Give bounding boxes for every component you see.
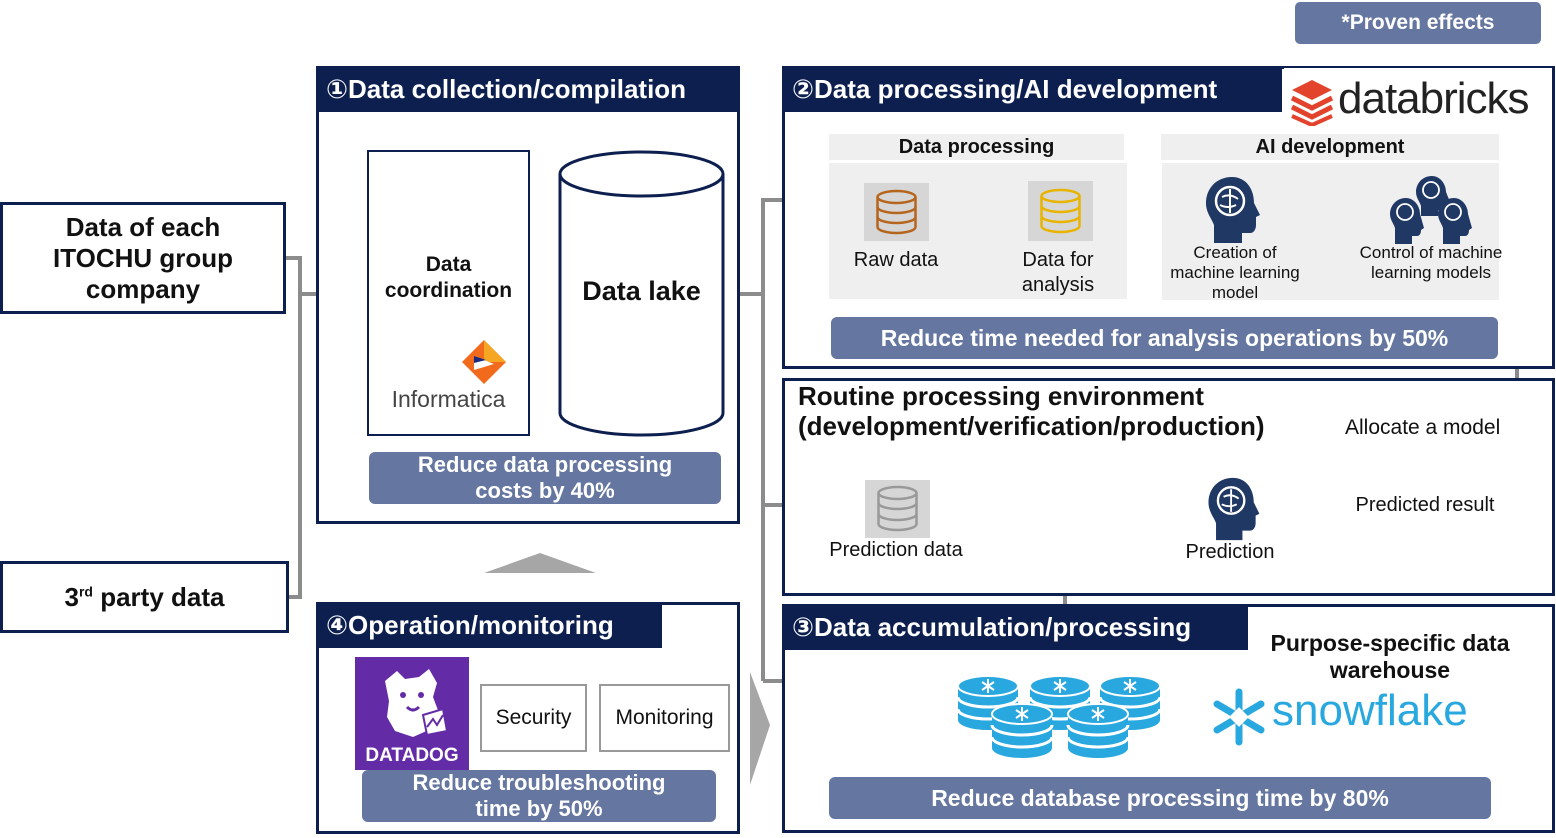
monitoring-box: Monitoring [599,684,730,752]
snowflake-databases-icon [956,674,1162,760]
informatica-logo: Informatica [391,386,506,412]
ai-development-heading: AI development [1161,134,1499,160]
prediction-data-label: Prediction data [829,539,963,561]
datadog-logo-tile: DATADOG [355,657,469,770]
raw-data-db-icon [876,189,917,235]
snowflake-flake-icon [1213,688,1265,746]
data-processing-heading: Data processing [829,134,1124,160]
section2-title: ②Data processing/AI development [782,66,1282,112]
databricks-logo-area: databricks [1284,68,1552,130]
routine-title-line1: Routine processing environment [798,381,1204,411]
section3-effect: Reduce database processing time by 80% [829,777,1491,819]
group-company-label: Data of each ITOCHU group company [52,211,234,304]
proven-effects-badge: *Proven effects [1295,2,1541,44]
creation-model-label: Creation of machine learning model [1170,243,1300,302]
right-chevron [750,672,770,785]
section1-effect: Reduce data processing costs by 40% [369,452,721,504]
prediction-data-db-icon [877,485,918,532]
data-lake-cylinder [558,150,725,437]
data-coordination-box: Data coordination Informatica [367,150,530,436]
prediction-head-icon [1208,477,1260,541]
raw-data-tile [864,183,929,241]
group-company-box: Data of each ITOCHU group company [0,202,286,314]
datadog-dog-icon [385,669,449,737]
security-box: Security [480,684,587,752]
databricks-logo: databricks [1338,74,1530,123]
third-party-box: 3rd party data [0,561,289,633]
security-label: Security [495,706,572,729]
predicted-result-label: Predicted result [1355,494,1495,516]
allocate-model-label: Allocate a model [1345,416,1501,440]
data-coordination-label: Data coordination [384,253,513,302]
databricks-layers-icon [1290,80,1334,126]
informatica-diamond-icon [462,340,506,384]
snowflake-logo: snowflake [1272,686,1468,735]
section2-effect: Reduce time needed for analysis operatio… [831,317,1498,359]
prediction-data-tile [865,480,930,538]
section3-title: ③Data accumulation/processing [782,604,1248,650]
routine-title: Routine processing environment (developm… [798,381,1265,441]
warehouse-label: Purpose-specific data warehouse [1270,630,1510,683]
control-models-label: Control of machine learning models [1359,243,1503,282]
data-for-analysis-tile [1028,181,1093,241]
control-models-heads-icon [1390,176,1472,244]
up-chevron [484,553,596,573]
data-lake-label: Data lake [582,276,701,306]
snowflake-logo-area: snowflake [1196,678,1468,750]
prediction-label: Prediction [1185,541,1275,563]
third-party-label: 3rd party data [64,581,225,612]
monitoring-label: Monitoring [615,706,714,729]
section4-effect: Reduce troubleshooting time by 50% [362,770,716,822]
data-for-analysis-label: Data for analysis [1021,249,1095,296]
datadog-logo: DATADOG [365,745,459,766]
creation-model-head-icon [1206,177,1260,243]
group-company-connector [285,256,302,599]
raw-data-label: Raw data [853,249,939,271]
routine-title-line2: (development/verification/production) [798,411,1265,441]
analysis-data-db-icon [1040,188,1081,234]
section1-title: ①Data collection/compilation [316,66,740,112]
section4-title: ④Operation/monitoring [316,602,662,648]
